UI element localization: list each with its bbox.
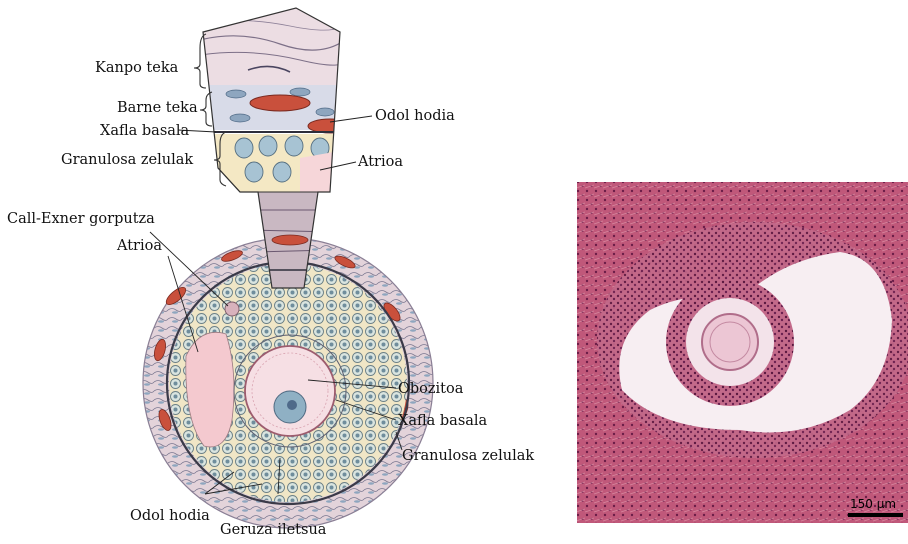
label-xafla-basala-right: Xafla basala [398,413,487,429]
call-exner-body [225,302,239,316]
label-odol-hodia-top: Odol hodia [375,108,455,124]
micrograph [577,182,908,523]
label-odol-hodia-bottom: Odol hodia [130,508,210,524]
label-xafla-basala-top: Xafla basala [100,123,189,139]
scale-bar-label: 150 µm [850,497,896,511]
vessel-top-a [250,95,310,111]
label-kanpo-teka: Kanpo teka [95,60,178,76]
label-granulosa-top: Granulosa zelulak [61,152,193,168]
label-call-exner: Call-Exner gorputza [7,211,155,227]
label-barne-teka: Barne teka [117,100,198,116]
label-atrioa-left: Atrioa [117,238,162,254]
label-granulosa-right: Granulosa zelulak [402,448,534,464]
scale-bar [848,513,903,517]
vessel-top-b [308,119,352,133]
label-atrioa-top: Atrioa [358,154,403,170]
label-geruza-iletsua: Geruza iletsua [220,522,326,538]
label-obozitoa: Obozitoa [398,381,463,397]
